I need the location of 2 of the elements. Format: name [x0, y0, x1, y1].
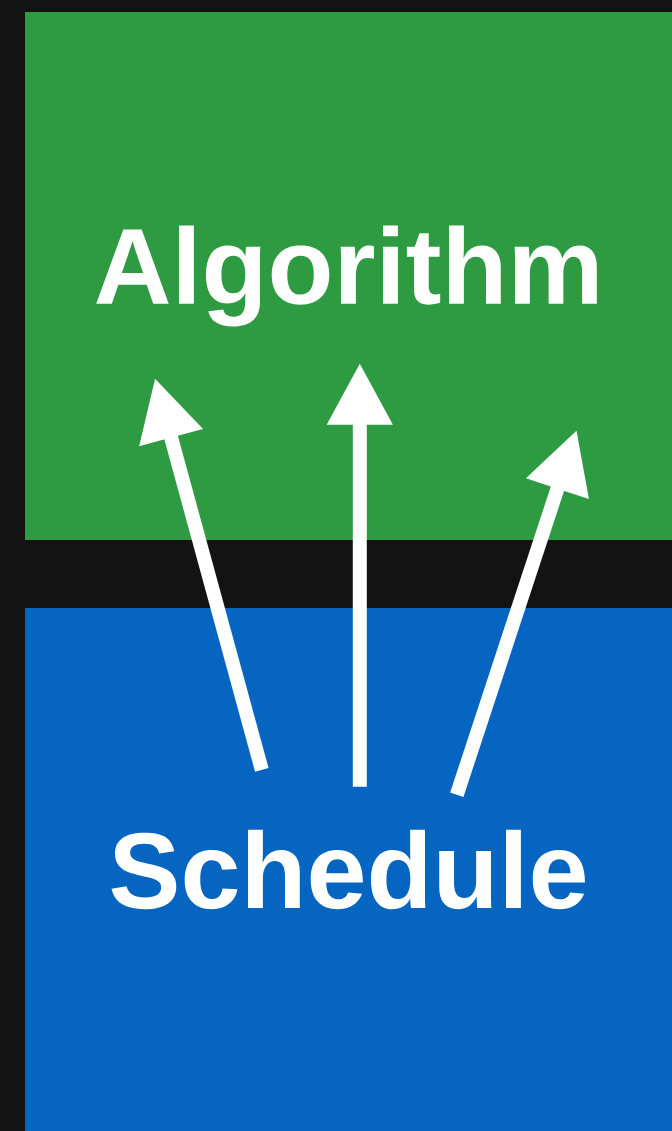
- text-box: Algorithm: [25, 12, 672, 540]
- text-box: Schedule: [25, 608, 672, 1131]
